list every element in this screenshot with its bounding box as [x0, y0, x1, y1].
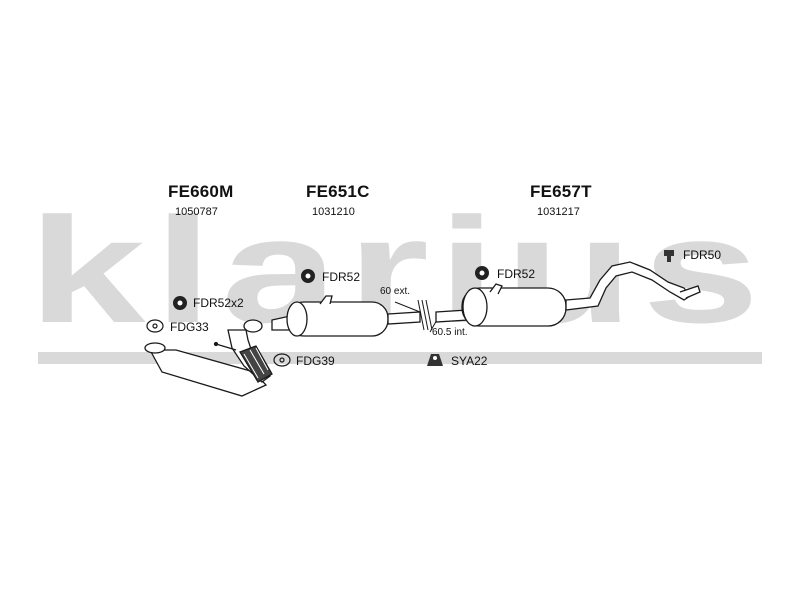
fitting-label-fdr52-mid: FDR52 — [322, 270, 361, 284]
joint-int-label: 60.5 int. — [432, 327, 468, 338]
front-flange — [144, 342, 166, 354]
fitting-label-fdg33: FDG33 — [170, 320, 209, 334]
fitting-label-fdr52x2: FDR52x2 — [193, 296, 244, 310]
flex-section — [239, 345, 273, 383]
clamp-icon-sya22 — [427, 354, 443, 366]
watermark-bar — [38, 352, 762, 364]
rubber-mount-icon-fdr52-rear — [475, 266, 489, 280]
part-number-1050787: 1050787 — [175, 206, 218, 218]
rear-silencer — [435, 261, 701, 327]
watermark-text: klarius — [28, 186, 768, 354]
fitting-label-sya22: SYA22 — [451, 354, 488, 368]
rubber-mount-icon-fdr52x2 — [173, 296, 187, 310]
fitting-label-fdr52-rear: FDR52 — [497, 267, 536, 281]
manifold-flange — [243, 319, 263, 333]
fitting-label-fdr50: FDR50 — [683, 248, 722, 262]
part-number-1031217: 1031217 — [537, 206, 580, 218]
center-silencer — [271, 295, 421, 337]
part-code-fe660m: FE660M — [168, 182, 234, 201]
gasket-icon-fdg33 — [146, 319, 164, 333]
gasket-icon-fdg39 — [273, 353, 291, 367]
rubber-mount-icon-fdr52-mid — [301, 269, 315, 283]
part-number-1031210: 1031210 — [312, 206, 355, 218]
pipe-joint — [394, 299, 439, 333]
fitting-label-fdg39: FDG39 — [296, 354, 335, 368]
joint-ext-label: 60 ext. — [380, 286, 411, 297]
part-code-fe651c: FE651C — [306, 182, 370, 201]
front-pipe — [144, 319, 273, 397]
part-code-fe657t: FE657T — [530, 182, 592, 201]
hanger-icon-fdr50 — [664, 250, 674, 262]
